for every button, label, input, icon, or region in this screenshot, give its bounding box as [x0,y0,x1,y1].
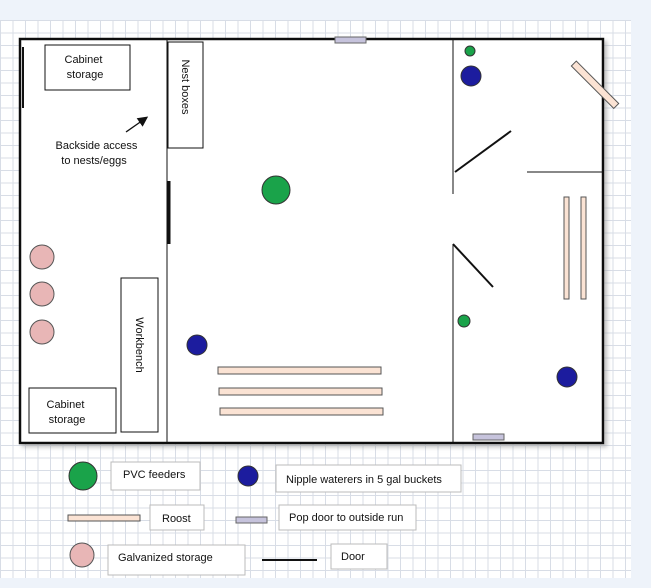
coop-outline [18,37,605,445]
pop-door [334,36,367,44]
legend-pop-door-box [278,504,417,531]
galvanized-storage [29,319,55,345]
legend-door-label: Door [341,551,365,563]
nest-boxes [167,41,204,149]
legend-roost-box [149,504,205,531]
backside-access-label: Backside access to nests/eggs [56,140,141,167]
cabinet-storage-bottom [28,387,117,434]
legend-pop-door-label: Pop door to outside run [289,512,403,524]
cabinet-storage-top [44,44,131,91]
door-marker [454,130,512,173]
galvanized-storage [29,244,55,270]
pvc-feeder [261,175,291,205]
legend-waterer-box [275,464,462,493]
legend-feeder-box [110,461,201,491]
pop-door [570,60,620,110]
nipple-waterer [556,366,578,388]
roost [217,366,382,375]
legend-galvanized-box [107,544,246,576]
nipple-waterer [186,334,208,356]
galvanized-storage [29,281,55,307]
roost [580,196,587,300]
door-marker [452,243,494,288]
roost [563,196,570,300]
workbench [120,277,159,433]
workbench-label: Workbench [133,317,145,372]
pvc-feeder [457,314,471,328]
legend-galvanized-label: Galvanized storage [118,552,213,564]
legend-pop-door-swatch [235,516,268,524]
legend-feeder-swatch [68,461,98,491]
cabinet-storage-top-label: Cabinet storage [65,54,106,81]
legend-roost-swatch [67,514,141,522]
roost [218,387,383,396]
pop-door [472,433,505,441]
legend-roost-label: Roost [162,513,191,525]
legend-feeder-label: PVC feeders [123,469,186,481]
legend-waterer-swatch [237,465,259,487]
roost [219,407,384,416]
pvc-feeder [464,45,476,57]
legend-waterer-label: Nipple waterers in 5 gal buckets [286,474,442,486]
nipple-waterer [460,65,482,87]
access-arrow [125,116,149,133]
legend-galvanized-swatch [69,542,95,568]
nest-boxes-label: Nest boxes [179,59,191,115]
legend-door-box [330,543,388,570]
cabinet-storage-bottom-label: Cabinet storage [47,399,88,426]
